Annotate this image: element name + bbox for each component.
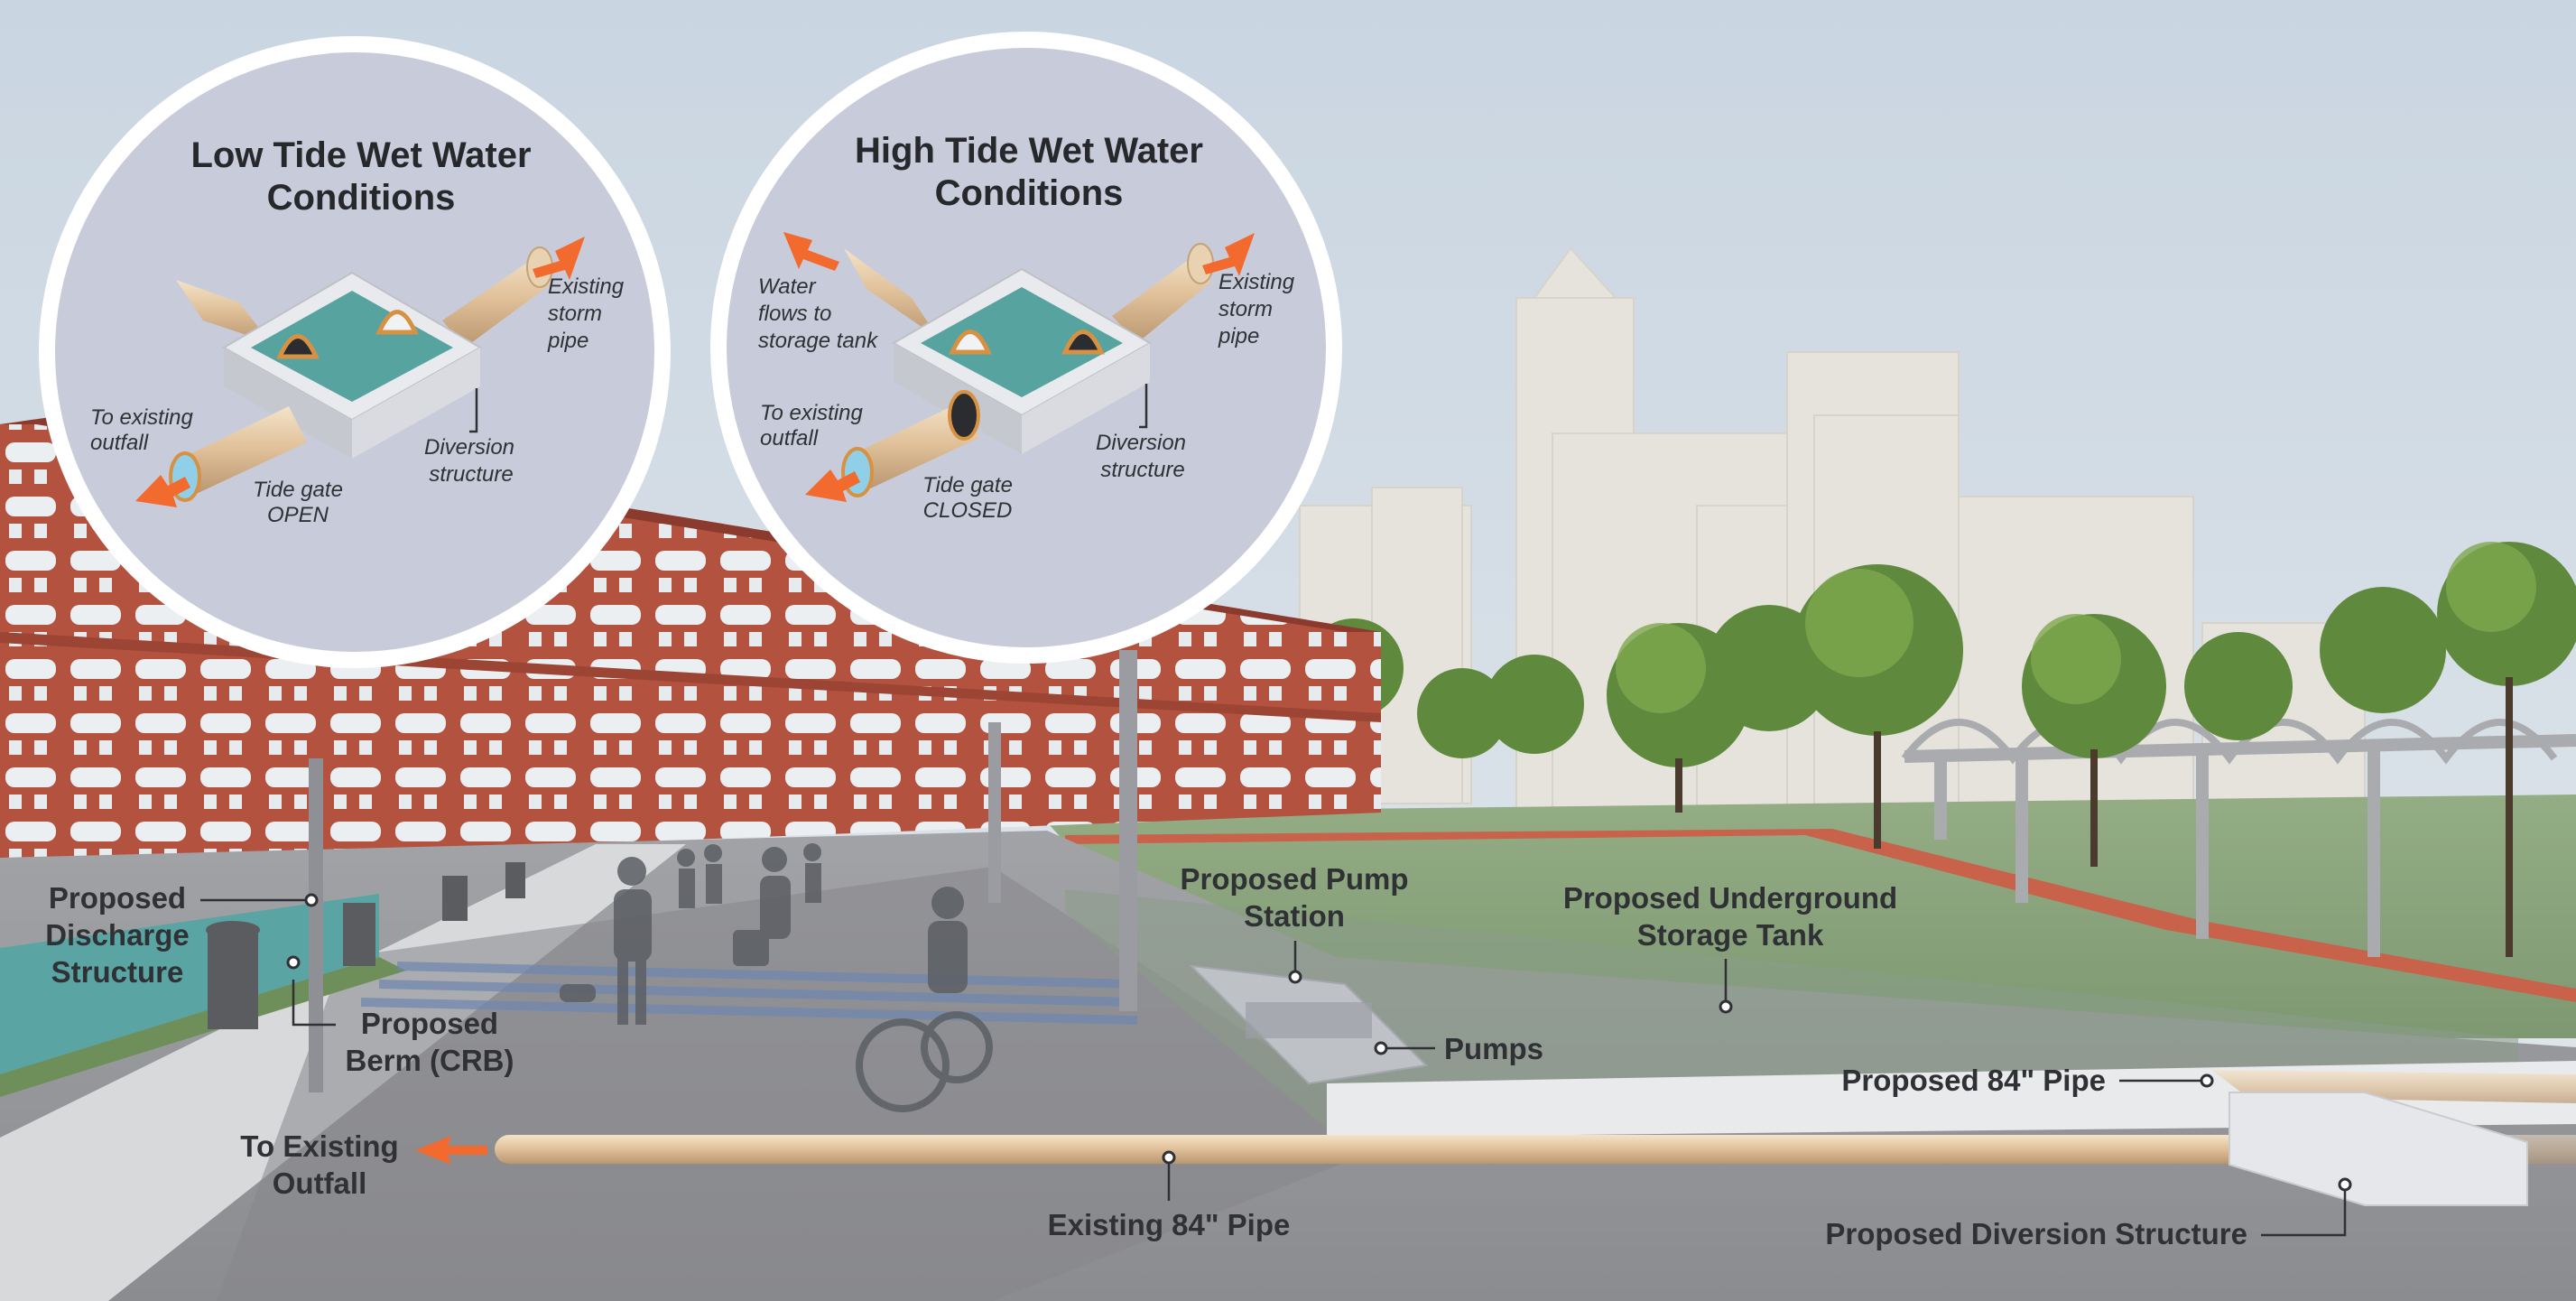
- pipe-84-existing-dot: [1162, 1150, 1176, 1165]
- diversion-dot: [2338, 1177, 2352, 1192]
- bollards: [206, 650, 1137, 1092]
- low-outfall-label-1: To existing: [90, 405, 194, 430]
- low-outfall-label-2: outfall: [90, 431, 149, 455]
- label-berm-2: Berm (CRB): [345, 1044, 514, 1077]
- low-gate-label-1: Tide gate: [253, 478, 343, 502]
- high-diversion-label-2: structure: [1100, 458, 1184, 482]
- low-pipe-label-2: storm: [548, 302, 602, 326]
- high-title-line2: Conditions: [935, 173, 1124, 213]
- callout-leaders: [200, 893, 2352, 1237]
- harbor-water: [0, 894, 379, 1074]
- outfall-arrow: [415, 1136, 487, 1165]
- label-storage-tank-1: Proposed Underground: [1563, 881, 1897, 915]
- pedestrians: [560, 843, 993, 1112]
- label-outfall-2: Outfall: [273, 1166, 367, 1200]
- high-flow-label-2: flows to: [758, 302, 831, 326]
- label-pump-station-1: Proposed Pump: [1180, 862, 1408, 896]
- pumps-dot: [1374, 1041, 1388, 1055]
- label-pump-station-2: Station: [1244, 899, 1345, 933]
- label-berm-1: Proposed: [361, 1007, 498, 1040]
- seawall: [0, 957, 406, 1097]
- high-pipe-label-3: pipe: [1218, 324, 1259, 348]
- discharge-dot: [304, 893, 319, 907]
- high-pipe-label-2: storm: [1219, 297, 1273, 321]
- high-outfall-label-2: outfall: [760, 426, 819, 451]
- road: [217, 867, 1408, 1301]
- low-pipe-label-1: Existing: [548, 274, 625, 299]
- high-gate-label-2: CLOSED: [923, 498, 1013, 523]
- pump-station-dot: [1288, 970, 1302, 984]
- label-discharge-3: Structure: [51, 955, 184, 989]
- label-pipe-84-existing: Existing 84" Pipe: [1048, 1208, 1291, 1241]
- high-outfall-label-1: To existing: [760, 401, 864, 425]
- label-discharge-2: Discharge: [45, 918, 190, 952]
- inset-low-tide: Low Tide Wet Water Conditions Existing s…: [39, 36, 671, 668]
- label-pipe-84-proposed: Proposed 84" Pipe: [1841, 1064, 2106, 1097]
- label-discharge-1: Proposed: [49, 881, 186, 915]
- pergola: [1901, 719, 2576, 957]
- label-storage-tank-2: Storage Tank: [1637, 918, 1824, 952]
- label-outfall-1: To Existing: [240, 1129, 398, 1163]
- low-title-line1: Low Tide Wet Water: [190, 135, 531, 175]
- label-diversion: Proposed Diversion Structure: [1825, 1217, 2247, 1250]
- high-flow-label-1: Water: [758, 274, 817, 299]
- high-title-line1: High Tide Wet Water: [855, 131, 1203, 171]
- callout-labels: Proposed Discharge Structure Proposed Be…: [45, 862, 2247, 1250]
- high-gate-label-1: Tide gate: [922, 473, 1013, 497]
- low-pipe-label-3: pipe: [547, 329, 588, 353]
- low-gate-label-2: OPEN: [267, 503, 329, 527]
- inset-high-tide: High Tide Wet Water Conditions Water flo…: [710, 32, 1342, 664]
- high-flow-label-3: storage tank: [758, 329, 879, 353]
- low-diversion-label-2: structure: [429, 462, 513, 487]
- crosswalk: [360, 962, 1138, 1025]
- high-pipe-label-1: Existing: [1219, 270, 1295, 294]
- low-title-line2: Conditions: [267, 178, 456, 218]
- high-diversion-label-1: Diversion: [1096, 431, 1186, 455]
- low-diversion-label-1: Diversion: [424, 435, 514, 460]
- diversion-structure-block: [2229, 1092, 2528, 1206]
- pipe-84-proposed-dot: [2200, 1073, 2214, 1088]
- storage-tank-dot: [1719, 999, 1733, 1014]
- berm-dot: [286, 955, 301, 970]
- label-pumps: Pumps: [1444, 1032, 1543, 1065]
